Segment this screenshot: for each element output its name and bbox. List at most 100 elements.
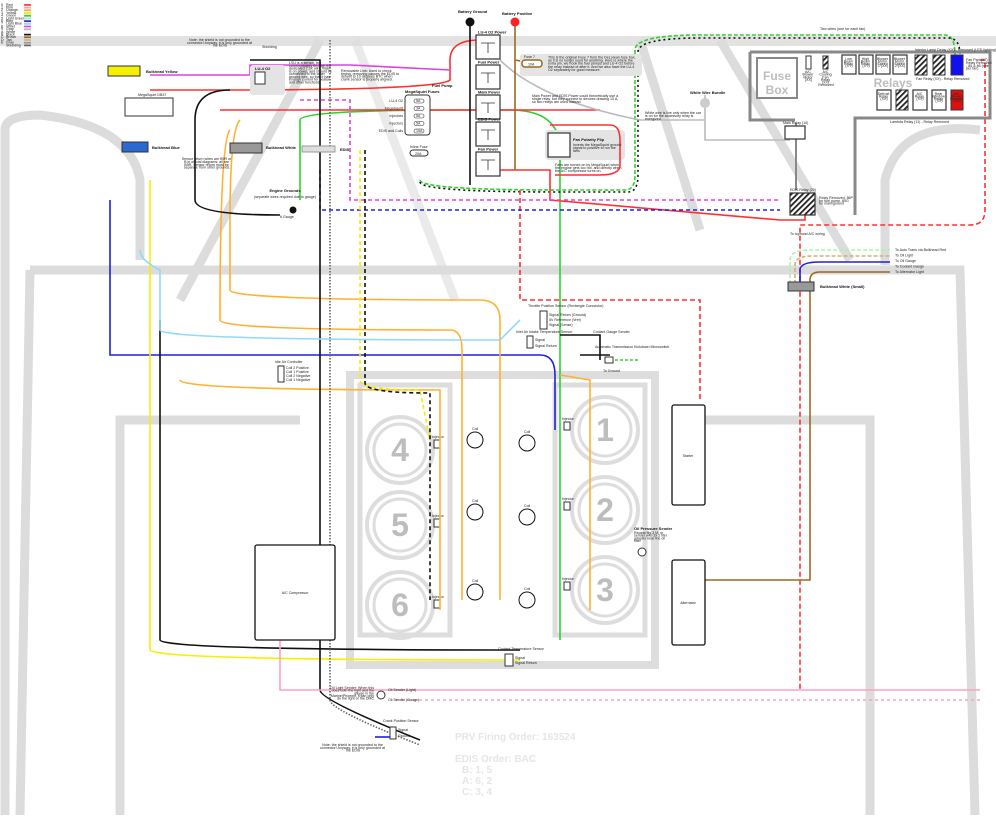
coil [466, 431, 484, 449]
starter-label: Starter [683, 454, 695, 458]
legend-swatch [23, 41, 32, 44]
legend-number: 8 [1, 24, 3, 28]
white-wire-bundle [700, 98, 710, 108]
cylinder-number: 2 [596, 492, 614, 528]
fuse-value: 10A [416, 129, 423, 133]
bulkhead-yellow: Bulkhead Yellow [107, 65, 178, 77]
alternator-label: Alternator [680, 601, 696, 605]
sensor-return-note: Sensor return wires are B9R or B in offi… [182, 157, 233, 170]
iat-label: Inlet Air Intake Temperature Sensor [516, 330, 573, 334]
pin-label: Signal (Sense) [549, 323, 573, 327]
fuse-box-title-2: Box [766, 83, 789, 97]
fuse-7-label: Fuse 7 [524, 55, 535, 59]
fan-part-relay [950, 54, 964, 76]
bulkhead-white-small: Bulkhead White (Small) [787, 281, 865, 292]
legend-swatch [23, 12, 32, 15]
oil-light-sender: Oil Light Sender: When this does both th… [330, 686, 419, 702]
relay-label: Fan Power [478, 147, 499, 152]
legend-number: 4 [1, 14, 3, 18]
white-wire-note: White wire is live only when the car is … [645, 111, 702, 121]
injector-label: Injector [562, 497, 575, 501]
legend-color-name: Black [6, 33, 15, 37]
auto-trans-switch: Automatic Transmission Kickdown Microswi… [595, 345, 669, 373]
bulkhead-blue-label: Bulkhead Blue [152, 145, 181, 150]
iac-label: Idle Air Controller [275, 360, 303, 364]
destination-label: To Oil Light [895, 254, 913, 258]
lu4-sensor: LU-4 O2 LSU is a sensor, but communicate… [250, 61, 333, 95]
interior-lamp-label: Interior Lamp Delay (XX) - Removed (LED … [915, 48, 996, 52]
fuse-box-relay [912, 89, 928, 111]
coil-label: Coil [524, 504, 530, 508]
legend-color-name: Violet [6, 24, 15, 28]
legend-swatch [23, 25, 32, 28]
oil-sender-light-label: Oil Sender (Light) [388, 688, 416, 692]
battery: Battery Ground Battery Positive [458, 9, 533, 27]
pin-label: Coil 2 Positive [286, 366, 309, 370]
main-relay [784, 125, 806, 140]
ac-compressor: A/C Compressor [254, 544, 336, 641]
legend-number: 6 [1, 19, 3, 23]
removable-link-note: Removable Link: Used to check timing, re… [341, 69, 400, 81]
to-aircon-label: To topmost A/C wiring [790, 232, 825, 236]
injector-label: Injector [432, 595, 445, 599]
injector-label: Injector [562, 417, 575, 421]
prv-firing-order: PRV Firing Order: 163524 [455, 732, 576, 743]
battery-positive-label: Battery Positive [502, 11, 533, 16]
fuse-box-relay-label: Blower Motor Speed 2 (XX) [894, 57, 906, 68]
fuse-box-relay [841, 54, 857, 75]
coolant-temp-label: Coolant Temperature Sensor [498, 647, 545, 651]
destination-label: To Auto Trans via Bulkhead Red [895, 248, 946, 252]
fan-part-label: Fan Part (X7) - Relay Removed - 85 & 86 … [966, 58, 993, 71]
injector-label: Injector [432, 435, 445, 439]
injector-label: Injector [562, 577, 575, 581]
fuse-box-relay-label: Defrost Relay (XX) [878, 92, 891, 101]
injector [563, 581, 571, 591]
legend-swatch [23, 33, 32, 36]
legend-color-name: Shielding [6, 43, 21, 47]
oil-pressure-note: Repeat fits 3 M, or sender with 3x 1 lit… [634, 531, 668, 543]
bulkhead-white-label: Bulkhead White [266, 145, 297, 150]
engine-block: 456123CoilCoilCoilCoilCoilCoilInjectorIn… [346, 371, 659, 669]
fuse-name: EDIS and Coils [379, 129, 404, 133]
injector [433, 518, 441, 528]
iat-sensor: Inlet Air Intake Temperature Sensor Sign… [516, 330, 573, 349]
legend-color-name: White [6, 30, 15, 34]
fuse-box-relay-label: Rear Window Relay (XX) [932, 92, 946, 103]
battery-positive-terminal [510, 17, 520, 27]
fuse-box-relay [931, 89, 947, 111]
fuse-box: Fuse Box Relays A/C Blower Motor (XX) A/… [748, 48, 996, 216]
cylinder-number: 5 [391, 507, 409, 543]
legend-number: 7 [1, 22, 3, 26]
white-wire-bundle-label: White Wire Bundle [690, 90, 726, 95]
bulkhead-white: Bulkhead White [229, 142, 297, 154]
fuse-box-relay-label: A/C Blower Overrun (XX) [950, 92, 964, 103]
cylinder [570, 395, 640, 465]
lambda-label: Lambda Relay (11) - Relay Removed [890, 120, 949, 124]
tps-label: Throttle Position Sensor (Rectangle Conn… [528, 304, 604, 308]
fuse-box-relay-label: Low Beam Relay (XY) [844, 57, 854, 68]
coil-label: Coil [524, 430, 530, 434]
small-relay-right-label: A/C Cooling Fan Relay (XX) Removed [818, 70, 833, 87]
fuse-name: MegaSquirt [385, 107, 403, 111]
bulkhead-white-small-label: Bulkhead White (Small) [820, 284, 865, 289]
oil-light-note: Oil Light Sender: When this does both th… [330, 686, 375, 701]
legend-color-name: Light Blue [6, 22, 22, 26]
main-edis-note: Main Power and EDIS Power could theoreti… [532, 94, 619, 104]
fuse-box-relay-label: A/C Relay (XX) [915, 92, 925, 101]
fuel-pump-label: Fuel Pump [432, 83, 453, 88]
edis-order-a: A: 6, 2 [462, 776, 492, 787]
fuse-box-relay [876, 89, 892, 111]
legend-color-name: Gray [6, 41, 14, 45]
fuse-box-relay-label: High Beam Relay (XY) [861, 57, 871, 68]
injector [563, 421, 571, 431]
engine-grounds-title: Engine Grounds [269, 188, 301, 193]
pin-label: Signal [398, 728, 408, 732]
crank-label: Crank Position Sensor [383, 719, 420, 723]
destination-label: To Alternator Light [895, 270, 924, 274]
firing-order: PRV Firing Order: 163524 EDIS Order: BAC… [455, 732, 576, 798]
fuse-value: 5A [416, 99, 421, 103]
inline-fuse-value: 20A [415, 152, 422, 156]
coil [518, 508, 536, 526]
